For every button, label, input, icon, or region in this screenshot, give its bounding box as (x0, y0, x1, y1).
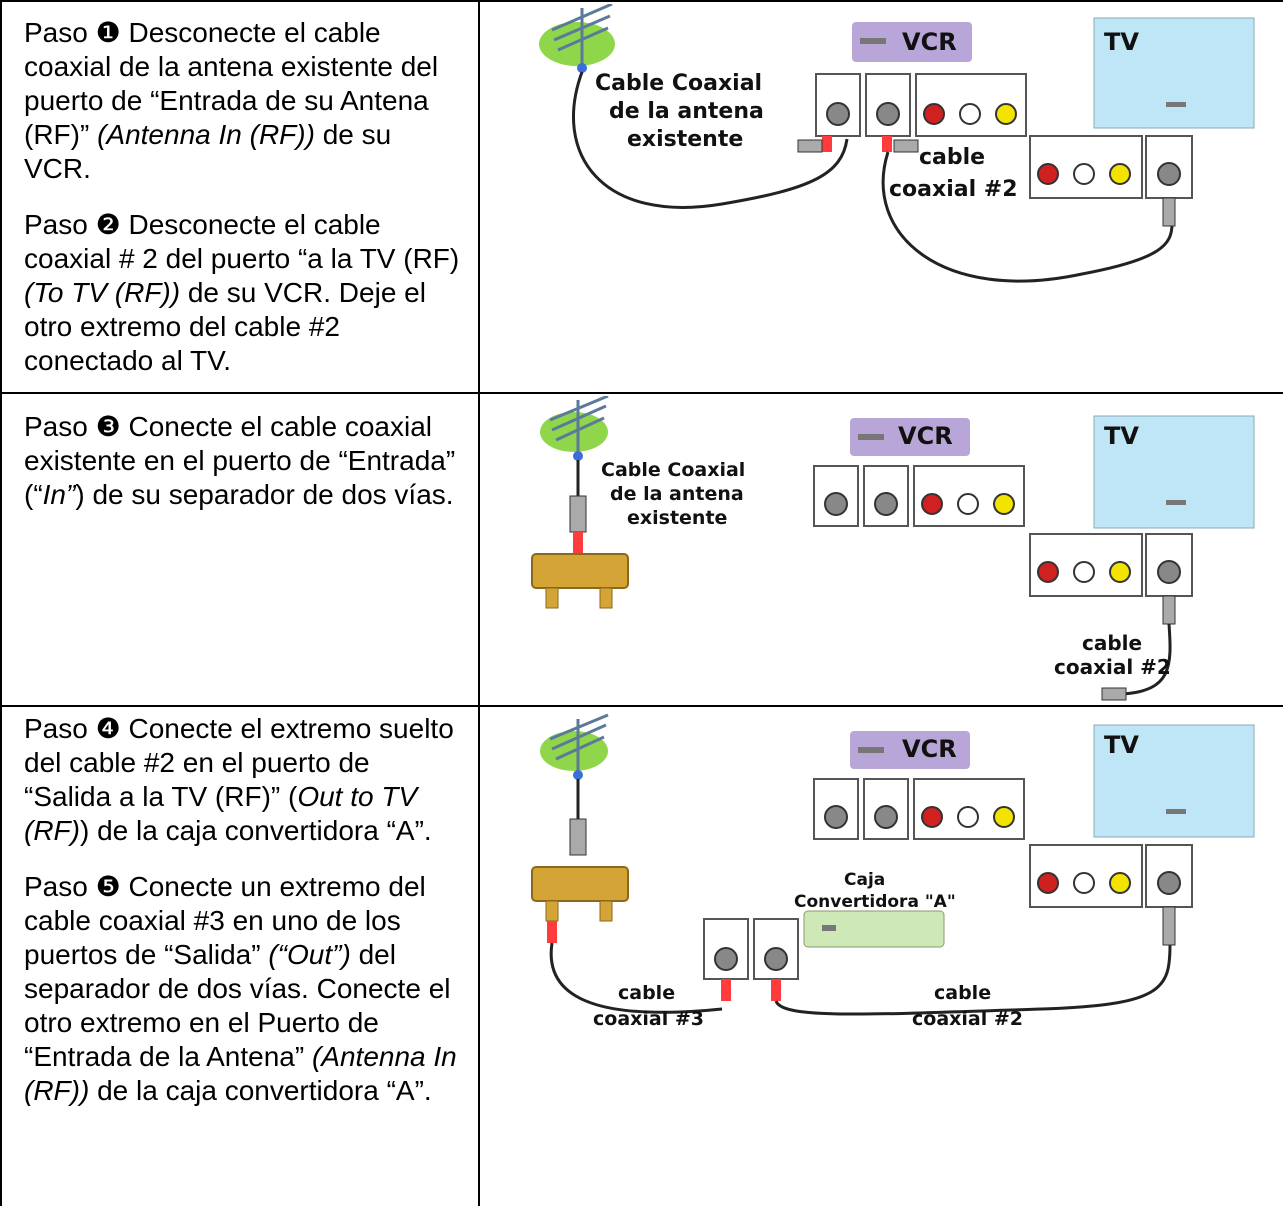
diagram-label: coaxial #3 (593, 1008, 704, 1030)
tv-icon: TV (1029, 724, 1255, 946)
step-text: Paso ❹ Conecte el extremo suelto del cab… (24, 713, 454, 812)
english-term: (“Out”) (268, 939, 351, 970)
diagram-label: de la antena (609, 99, 764, 124)
tv-icon: TV (1029, 415, 1255, 625)
step-text: Paso ❸ Conecte el cable coaxial existent… (24, 411, 456, 510)
diagram-label: coaxial #2 (1054, 655, 1171, 679)
splitter-icon (531, 866, 629, 922)
step-text: de su VCR. (24, 119, 392, 184)
diagram-label: Caja (844, 870, 885, 890)
diagram-label: existente (627, 507, 727, 529)
antenna-icon (539, 4, 615, 73)
step-paragraph: Paso ❹ Conecte el extremo suelto del cab… (24, 712, 460, 848)
table-border-top (0, 0, 1283, 2)
vcr-label: VCR (902, 28, 957, 56)
converter-box-icon (703, 910, 945, 1001)
diagram-label: coaxial #2 (889, 177, 1018, 202)
antenna-icon (540, 396, 609, 461)
step-text: Paso ❷ Desconecte el cable coaxial # 2 d… (24, 209, 460, 274)
vcr-icon: VCR (815, 22, 1027, 137)
step-text: Paso ❶ Desconecte el cable coaxial de la… (24, 17, 439, 150)
vcr-icon: VCR (813, 731, 1025, 840)
tv-icon: TV (1029, 17, 1255, 227)
step-text: Paso ❺ Conecte un extremo del cable coax… (24, 871, 426, 970)
diagram-label: cable (919, 145, 985, 170)
diagram-step-1-2: Cable Coaxial de la antena existente VCR… (482, 4, 1283, 390)
diagram-label: Cable Coaxial (595, 71, 762, 96)
diagram-label: cable (618, 982, 675, 1004)
step-text: ) de la caja convertidora “A”. (79, 815, 432, 846)
diagram-label: coaxial #2 (912, 1008, 1023, 1030)
step-3-text: Paso ❸ Conecte el cable coaxial existent… (24, 410, 460, 512)
diagram-label: cable (934, 982, 991, 1004)
tv-label: TV (1104, 731, 1139, 759)
vcr-icon: VCR (813, 418, 1025, 527)
diagram-label: de la antena (610, 483, 744, 505)
step-1-2-text: Paso ❶ Desconecte el cable coaxial de la… (24, 16, 460, 378)
step-paragraph: Paso ❺ Conecte un extremo del cable coax… (24, 870, 460, 1108)
vcr-label: VCR (902, 735, 957, 763)
diagram-label: cable (1082, 631, 1142, 655)
english-term: (To TV (RF)) (24, 277, 181, 308)
splitter-icon (531, 553, 629, 609)
connector-arrow (797, 136, 919, 153)
table-row-divider (0, 705, 1283, 707)
diagram-label: Convertidora "A" (794, 892, 956, 912)
table-border-left (0, 0, 2, 1206)
tv-label: TV (1104, 28, 1139, 56)
english-term: Out to TV (RF) (24, 781, 418, 846)
step-4-5-text: Paso ❹ Conecte el extremo suelto del cab… (24, 712, 460, 1108)
step-paragraph: Paso ❶ Desconecte el cable coaxial de la… (24, 16, 460, 186)
english-term: (Antenna In (RF)) (24, 1041, 457, 1106)
step-text: ) de su separador de dos vías. (75, 479, 454, 510)
antenna-icon (540, 713, 609, 780)
step-paragraph: Paso ❸ Conecte el cable coaxial existent… (24, 410, 460, 512)
step-text: de la caja convertidora “A”. (89, 1075, 432, 1106)
vcr-label: VCR (898, 422, 953, 450)
english-term: In” (42, 479, 76, 510)
diagram-step-3: Cable Coaxial de la antena existente VCR… (482, 396, 1283, 702)
step-text: del separador de dos vías. Conecte el ot… (24, 939, 451, 1072)
diagram-label: Cable Coaxial (601, 459, 745, 481)
tv-label: TV (1104, 422, 1139, 450)
step-paragraph: Paso ❷ Desconecte el cable coaxial # 2 d… (24, 208, 460, 378)
english-term: (Antenna In (RF)) (97, 119, 315, 150)
table-row-divider (0, 392, 1283, 394)
diagram-step-4-5: cable coaxial #3 Caja Convertidora "A" c… (482, 709, 1283, 1039)
step-text: de su VCR. Deje el otro extremo del cabl… (24, 277, 426, 376)
table-column-divider (478, 0, 480, 1206)
diagram-label: existente (627, 127, 743, 152)
